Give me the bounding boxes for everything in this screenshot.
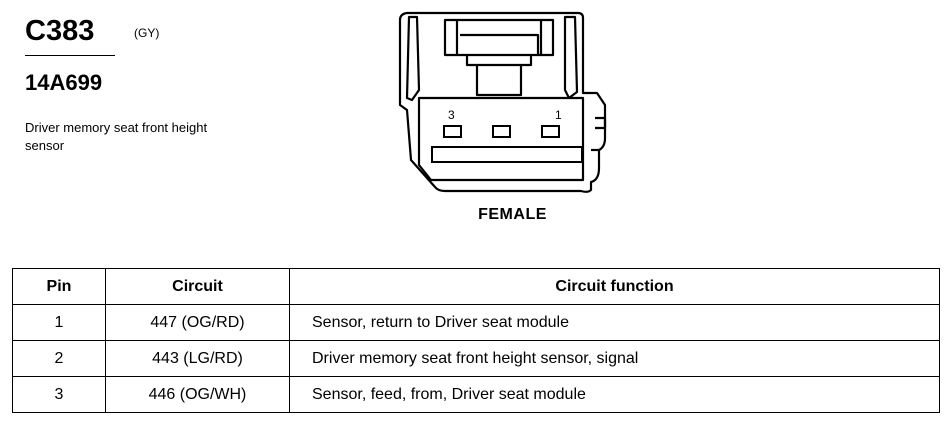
connector-housing-outline [398, 11, 607, 193]
pin-cell: 3 [12, 376, 106, 413]
circuit-cell: 447 (OG/RD) [105, 304, 290, 341]
left-latch-arm [405, 15, 421, 102]
part-number: 14A699 [25, 70, 103, 95]
pin-cavity-1 [541, 125, 560, 138]
view-label: FEMALE [478, 206, 547, 223]
pin-cavity-3 [443, 125, 462, 138]
circuit-cell: 446 (OG/WH) [105, 376, 290, 413]
pin-cavity-2 [492, 125, 511, 138]
right-latch-arm [563, 15, 579, 100]
table-row: 1 447 (OG/RD) Sensor, return to Driver s… [12, 304, 940, 341]
function-cell: Sensor, return to Driver seat module [289, 304, 940, 341]
function-cell: Sensor, feed, from, Driver seat module [289, 376, 940, 413]
connector-face-diagram: 3 1 [398, 11, 607, 193]
inner-face-panel [417, 96, 585, 182]
table-row: 3 446 (OG/WH) Sensor, feed, from, Driver… [12, 376, 940, 413]
title-underline [25, 55, 115, 56]
column-header-function: Circuit function [289, 268, 940, 305]
pin-label-1: 1 [555, 108, 562, 122]
pin-cell: 1 [12, 304, 106, 341]
circuit-cell: 443 (LG/RD) [105, 340, 290, 377]
connector-color: (GY) [134, 26, 160, 40]
column-header-circuit: Circuit [105, 268, 290, 305]
function-cell: Driver memory seat front height sensor, … [289, 340, 940, 377]
bottom-key-slot [431, 146, 583, 163]
pin-cell: 2 [12, 340, 106, 377]
pin-label-3: 3 [448, 108, 455, 122]
table-header-row: Pin Circuit Circuit function [12, 268, 940, 305]
column-header-pin: Pin [12, 268, 106, 305]
table-row: 2 443 (LG/RD) Driver memory seat front h… [12, 340, 940, 377]
connector-id: C383 [25, 15, 95, 47]
locking-tab [443, 18, 555, 57]
connector-description: Driver memory seat front height sensor [25, 120, 208, 153]
pin-table: Pin Circuit Circuit function 1 447 (OG/R… [12, 268, 940, 413]
